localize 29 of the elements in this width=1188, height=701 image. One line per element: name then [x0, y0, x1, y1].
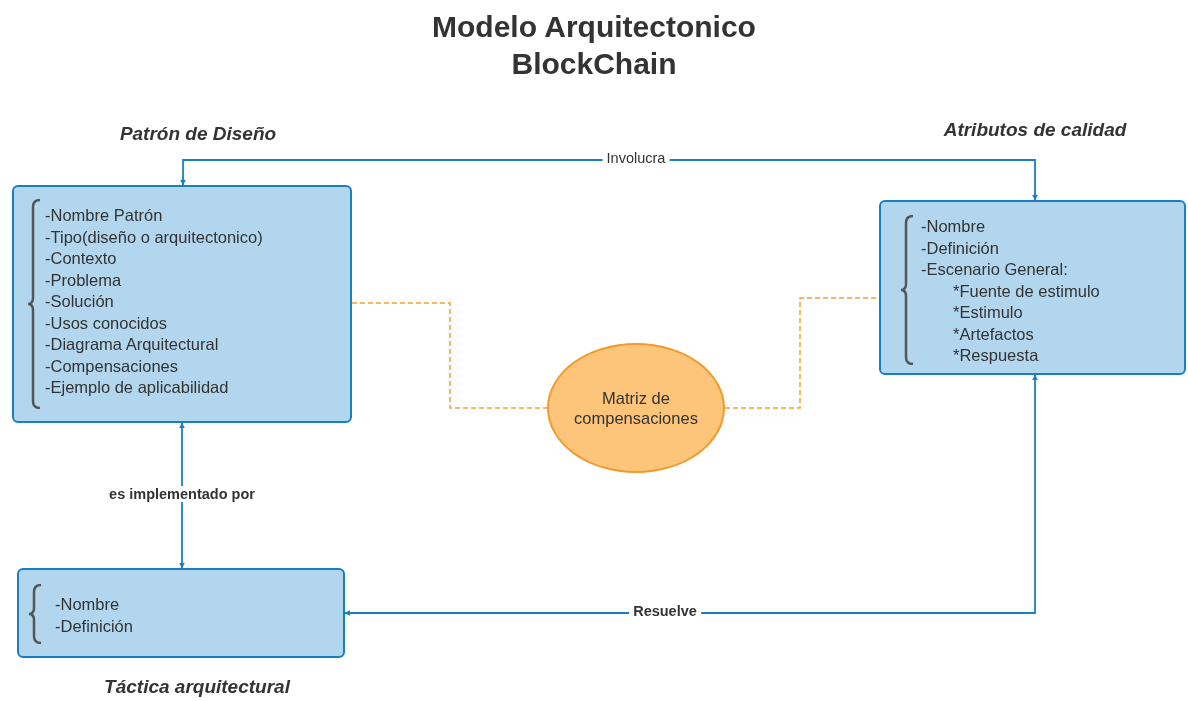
card-heading: Táctica arquitectural — [104, 676, 290, 698]
list-item: *Respuesta — [952, 345, 1039, 366]
connector — [179, 422, 185, 569]
list-item: -Definición — [921, 237, 999, 259]
list-item: -Contexto — [45, 248, 117, 269]
list-item: -Ejemplo de aplicabilidad — [45, 377, 229, 398]
connector — [180, 159, 1038, 201]
list-item: -Escenario General: — [921, 259, 1068, 280]
list-item: -Usos conocidos — [45, 312, 167, 334]
list-item: -Nombre — [55, 594, 120, 615]
connector — [344, 374, 1038, 616]
node-text: Matriz de compensaciones — [573, 388, 699, 428]
list-item: -Solución — [45, 291, 114, 312]
list-item: -Diagrama Arquitectural — [45, 334, 219, 355]
connector — [351, 302, 548, 409]
list-item: -Compensaciones — [45, 355, 178, 377]
card-heading: Patrón de Diseño — [119, 123, 277, 145]
list-item: -Nombre — [921, 216, 986, 237]
diagram-title: Modelo Arquitectonico BlockChain — [431, 9, 757, 82]
list-item: *Estimulo — [952, 302, 1023, 323]
list-item: -Problema — [45, 269, 122, 291]
card-heading: Atributos de calidad — [943, 119, 1127, 141]
list-item: -Tipo(diseño o arquitectonico) — [45, 226, 263, 248]
edge-label: Involucra — [602, 150, 670, 166]
list-item: -Definición — [55, 615, 133, 637]
edge-label: Resuelve — [629, 603, 701, 619]
list-item: *Artefactos — [952, 323, 1034, 345]
list-item: -Nombre Patrón — [45, 205, 163, 226]
list-item: *Fuente de estimulo — [952, 280, 1100, 302]
